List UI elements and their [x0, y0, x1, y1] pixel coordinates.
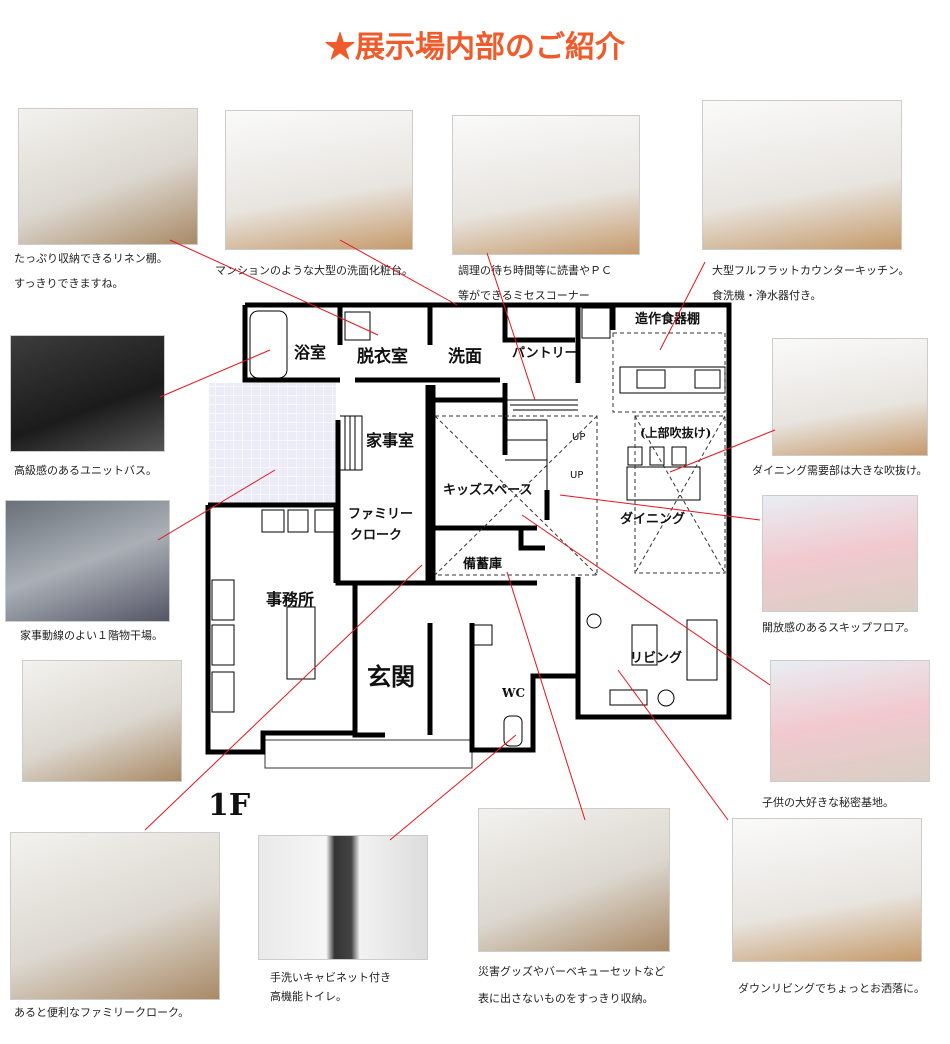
photo-drying-area [5, 500, 170, 622]
room-family-cloak-2: クローク [350, 528, 402, 543]
caption-dining: ダイニング需要部は大きな吹抜け。 [752, 458, 927, 483]
leader-line-cloak [144, 564, 423, 831]
caption-line: たっぷり収納できるリネン棚。 [14, 252, 168, 265]
photo-closet [22, 660, 182, 782]
room-pantry: パントリー [512, 346, 578, 361]
photo-linen-shelf [18, 108, 198, 245]
room-cupboard: 造作食器棚 [635, 311, 700, 327]
photo-toilet [258, 835, 428, 960]
caption-line: 大型フルフラットカウンターキッチン。 [712, 264, 910, 277]
stairs-up-label: UP [572, 432, 585, 443]
caption-line: ダイニング需要部は大きな吹抜け。 [752, 464, 928, 477]
caption-toilet: 手洗いキャビネット付き高機能トイレ。 [270, 968, 391, 1006]
photo-kitchen [702, 100, 902, 250]
leader-line-linen [169, 239, 379, 336]
leader-line-living [617, 669, 729, 821]
caption-line: 高機能トイレ。 [270, 990, 347, 1003]
caption-line: 表に出さないものをすっきり収納。 [478, 992, 654, 1005]
caption-storage: 災害グッズやバーベキューセットなど表に出さないものをすっきり収納。 [478, 958, 665, 1012]
room-family-cloak: ファミリー [348, 507, 413, 522]
room-living: リビング [630, 650, 682, 666]
room-dressing: 脱衣室 [357, 346, 408, 367]
caption-line: マンションのような大型の洗面化粧台。 [215, 264, 413, 277]
caption-kids: 子供の大好きな秘密基地。 [762, 790, 894, 815]
photo-family-cloak [10, 832, 220, 1000]
room-atrium: (上部吹抜け) [640, 425, 711, 440]
photo-kids-base [770, 660, 930, 782]
page-title: ★展示場内部のご紹介 [325, 30, 625, 65]
caption-line: 子供の大好きな秘密基地。 [762, 796, 894, 809]
photo-skip-floor [762, 495, 918, 612]
caption-line: 高級感のあるユニットバス。 [14, 464, 157, 477]
photo-mrs-corner [452, 115, 640, 255]
photo-living [732, 818, 922, 962]
drying-tile-area [209, 383, 336, 503]
caption-washstand: マンションのような大型の洗面化粧台。 [215, 258, 413, 283]
caption-line: 食洗機・浄水器付き。 [712, 289, 822, 302]
room-bath: 浴室 [294, 343, 326, 362]
leader-line-skip [559, 494, 761, 521]
caption-line: ダウンリビングでちょっとお洒落に。 [738, 982, 925, 995]
room-housework: 家事室 [366, 431, 414, 450]
photo-unit-bath [10, 335, 165, 452]
leader-line-kitchen [659, 261, 706, 351]
room-office: 事務所 [266, 590, 314, 609]
caption-line: 開放感のあるスキップフロア。 [762, 621, 915, 634]
leader-line-drying [157, 469, 276, 541]
caption-line: 災害グッズやバーベキューセットなど [478, 965, 665, 978]
caption-line: 等ができるミセスコーナー [458, 289, 590, 302]
room-wc: WC [501, 686, 525, 700]
stairs-up-label: UP [570, 470, 583, 481]
leader-line-mrs [486, 252, 536, 401]
caption-line: すっきりできますね。 [14, 277, 124, 290]
caption-drying: 家事動線のよい１階物干場。 [20, 623, 163, 648]
caption-line: あると便利なファミリークローク。 [14, 1006, 190, 1019]
leader-line-washstand [339, 239, 458, 306]
room-storage: 備蓄庫 [463, 556, 502, 572]
leader-line-toilet [389, 734, 517, 841]
caption-skip: 開放感のあるスキップフロア。 [762, 615, 915, 640]
room-entrance: 玄関 [367, 662, 415, 691]
floor-label: 1F [208, 788, 251, 823]
leader-line-bath [159, 349, 271, 398]
photo-storage [478, 808, 670, 952]
leader-line-kids [521, 514, 771, 686]
caption-kitchen: 大型フルフラットカウンターキッチン。食洗機・浄水器付き。 [712, 258, 909, 308]
caption-living: ダウンリビングでちょっとお洒落に。 [738, 976, 925, 1001]
caption-cloak: あると便利なファミリークローク。 [14, 1000, 189, 1025]
leader-lines [144, 239, 776, 841]
caption-line: 調理の待ち時間等に読書やＰＣ [458, 264, 612, 277]
room-kids-space: キッズスペース [443, 482, 532, 498]
caption-line: 手洗いキャビネット付き [270, 971, 391, 984]
caption-line: 家事動線のよい１階物干場。 [20, 629, 163, 642]
caption-mrs: 調理の待ち時間等に読書やＰＣ 等ができるミセスコーナー [458, 258, 612, 308]
caption-linen: たっぷり収納できるリネン棚。すっきりできますね。 [14, 246, 168, 296]
photo-dining-atrium [772, 338, 928, 456]
room-dining: ダイニング [620, 511, 685, 527]
walls [205, 302, 732, 755]
caption-bath: 高級感のあるユニットバス。 [14, 458, 157, 483]
photo-washstand [225, 110, 413, 250]
porch [264, 739, 473, 769]
leader-line-dining [669, 429, 776, 473]
fixtures [211, 307, 726, 747]
leader-line-storage [506, 571, 586, 821]
room-washroom: 洗面 [448, 346, 482, 367]
